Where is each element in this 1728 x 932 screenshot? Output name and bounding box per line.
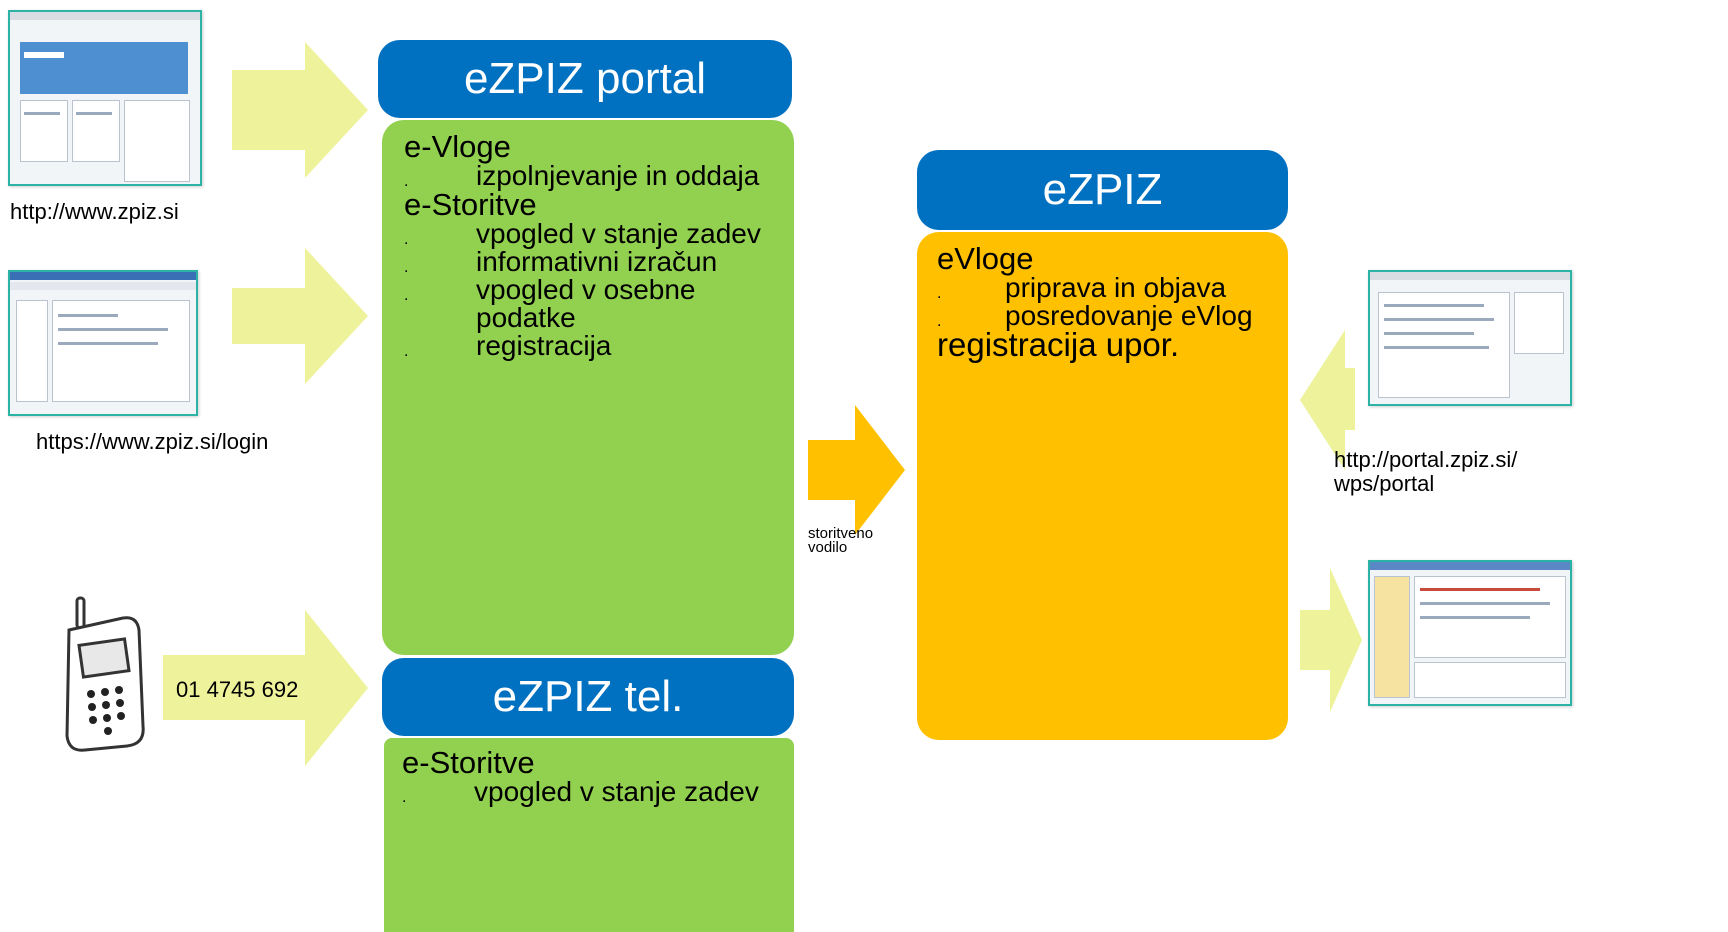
arrow-login-to-portal [232, 248, 368, 384]
ezpiz-item: .priprava in objava [937, 272, 1227, 303]
portal-item: .vpogled v stanje zadev [404, 218, 761, 249]
login-url[interactable]: https://www.zpiz.si/login [36, 429, 269, 454]
portal-section-title: e-Vloge [404, 129, 511, 164]
portal-header: eZPIZ portal [378, 40, 792, 118]
portal-url[interactable]: http://portal.zpiz.si/ wps/portal [1334, 447, 1518, 496]
login-screenshot [8, 270, 198, 416]
ezpiz-title: eVloge [937, 241, 1034, 276]
arrow-zpiz-to-portal [232, 42, 368, 178]
portal-screenshot [1368, 270, 1572, 406]
tel-section-title: e-Storitve [402, 745, 535, 780]
mobile-phone-icon [65, 596, 145, 752]
tel-content: e-Storitve .vpogled v stanje zadev [384, 738, 794, 932]
portal-item: .izpolnjevanje in oddaja [404, 160, 760, 191]
zpiz-website-screenshot [8, 10, 202, 186]
ezpiz-item: .posredovanje eVlog [937, 300, 1253, 331]
arrow-portal-screen-to-ezpiz [1300, 330, 1355, 470]
portal-item: .vpogled v osebne podatke [404, 274, 696, 333]
ezpiz-header: eZPIZ [917, 150, 1288, 230]
arrow-portal-to-ezpiz [808, 405, 905, 535]
portal-item: .registracija [404, 330, 612, 361]
portal-item: .informativni izračun [404, 246, 718, 277]
ezpiz-content: eVloge .priprava in objava .posredovanje… [917, 232, 1288, 740]
application-screenshot [1368, 560, 1572, 706]
portal-header-label: eZPIZ portal [463, 54, 707, 103]
arrow-phone-to-tel [163, 610, 368, 766]
ezpiz-footer: registracija upor. [937, 326, 1180, 363]
service-guide-label: storitveno vodilo [808, 525, 874, 556]
tel-header: eZPIZ tel. [382, 658, 794, 736]
zpiz-url[interactable]: http://www.zpiz.si [10, 199, 179, 224]
arrow-ezpiz-to-app [1300, 568, 1362, 712]
ezpiz-header-label: eZPIZ [1042, 165, 1163, 214]
phone-number: 01 4745 692 [176, 677, 299, 702]
tel-item: .vpogled v stanje zadev [402, 776, 759, 807]
tel-header-label: eZPIZ tel. [492, 672, 684, 721]
portal-content: e-Vloge .izpolnjevanje in oddaja e-Stori… [382, 120, 794, 655]
portal-section-title: e-Storitve [404, 187, 537, 222]
